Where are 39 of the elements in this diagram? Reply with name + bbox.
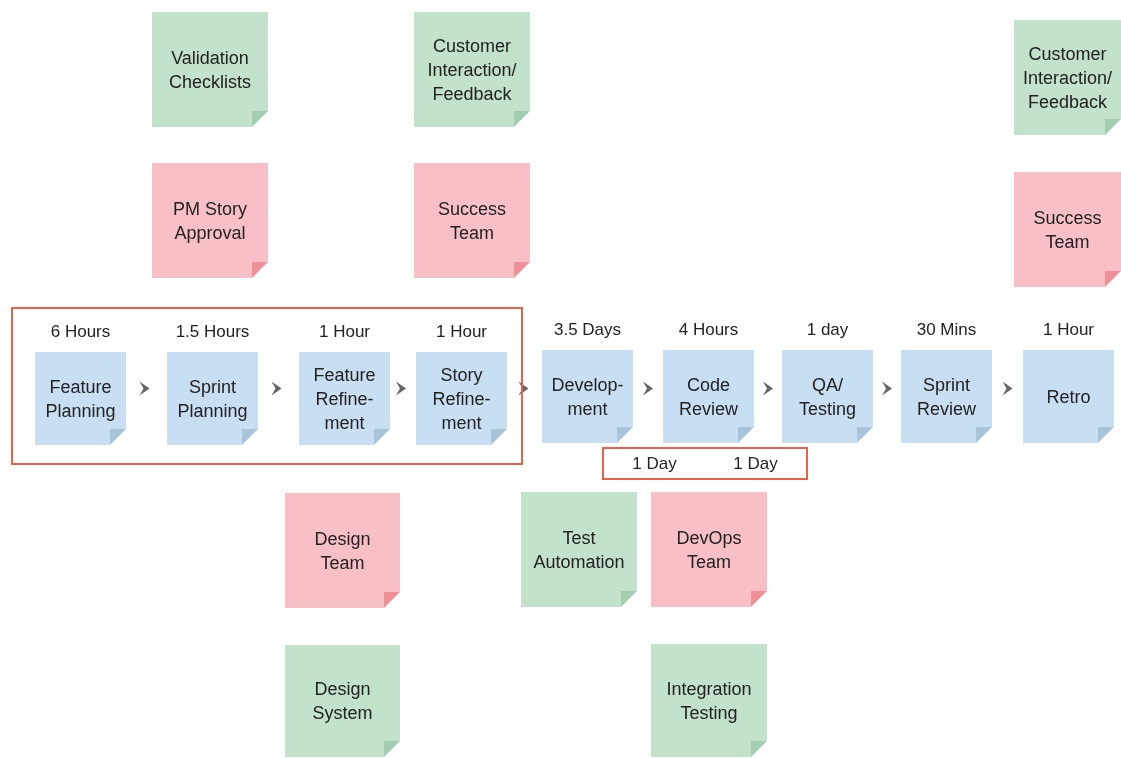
process-sticky-note: Story Refine- ment bbox=[416, 352, 507, 445]
tool-sticky-note: Integration Testing bbox=[651, 644, 767, 757]
duration-label: 1 day bbox=[805, 319, 850, 341]
team-sticky-note: PM Story Approval bbox=[152, 163, 268, 278]
process-sticky-note: Sprint Planning bbox=[167, 352, 258, 445]
duration-label: 1 Hour bbox=[1042, 319, 1095, 341]
duration-label: 6 Hours bbox=[49, 321, 112, 343]
team-sticky-note: Success Team bbox=[414, 163, 530, 278]
tool-sticky-note: Customer Interaction/ Feedback bbox=[414, 12, 530, 127]
team-sticky-note: Success Team bbox=[1014, 172, 1121, 287]
duration-box: 1 Day 1 Day bbox=[602, 447, 808, 480]
process-sticky-note: Sprint Review bbox=[901, 350, 992, 443]
tool-sticky-note: Design System bbox=[285, 645, 400, 757]
arrow bbox=[1002, 381, 1013, 396]
duration-label: 1 Hour bbox=[435, 321, 488, 343]
process-sticky-note: Feature Planning bbox=[35, 352, 126, 445]
arrow bbox=[882, 381, 892, 396]
arrow bbox=[518, 381, 529, 396]
process-sticky-note: Feature Refine- ment bbox=[299, 352, 390, 445]
process-sticky-note: Develop- ment bbox=[542, 350, 633, 443]
duration-label: 3.5 Days bbox=[552, 319, 623, 341]
tool-sticky-note: Validation Checklists bbox=[152, 12, 268, 127]
team-sticky-note: DevOps Team bbox=[651, 492, 767, 607]
duration-label: 4 Hours bbox=[677, 319, 740, 341]
team-sticky-note: Design Team bbox=[285, 493, 400, 608]
duration-label: 30 Mins bbox=[915, 319, 978, 341]
process-sticky-note: Retro bbox=[1023, 350, 1114, 443]
arrow bbox=[271, 381, 282, 396]
arrow bbox=[396, 381, 406, 396]
duration-label: 1 Hour bbox=[318, 321, 371, 343]
duration-label: 1.5 Hours bbox=[174, 321, 251, 343]
arrow bbox=[139, 381, 150, 396]
process-sticky-note: QA/ Testing bbox=[782, 350, 873, 443]
group-outline bbox=[11, 307, 523, 465]
process-sticky-note: Code Review bbox=[663, 350, 754, 443]
tool-sticky-note: Test Automation bbox=[521, 492, 637, 607]
arrow bbox=[763, 381, 773, 396]
tool-sticky-note: Customer Interaction/ Feedback bbox=[1014, 20, 1121, 135]
arrow bbox=[643, 381, 653, 396]
